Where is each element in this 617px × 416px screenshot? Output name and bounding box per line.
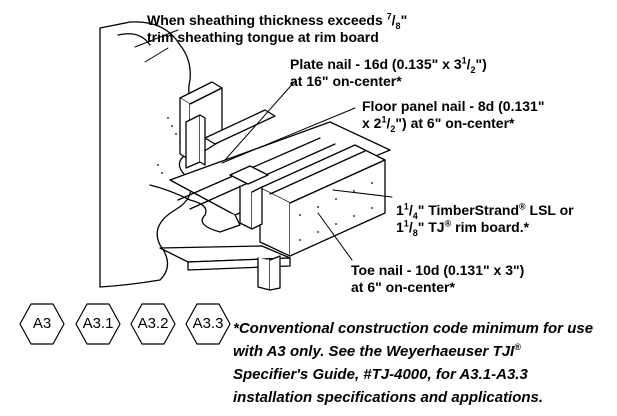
sheathing-panel (99, 21, 207, 288)
footnote-line-2: with A3 only. See the Weyerhaeuser TJI® (233, 342, 521, 361)
wall-plate (179, 81, 276, 169)
footnote-line-3: Specifier's Guide, #TJ-4000, for A3.1-A3… (233, 366, 528, 383)
badge-a3: A3 (32, 315, 52, 332)
joist (229, 165, 269, 230)
badge-a3-2: A3.2 (137, 315, 169, 332)
toe-nail-callout: Toe nail - 10d (0.131" x 3") at 6" on-ce… (351, 262, 525, 295)
leader-lines (134, 29, 393, 261)
rim-board-callout: 11/4" TimberStrand® LSL or 11/8" TJ® rim… (396, 201, 574, 238)
badge-a3-1: A3.1 (82, 315, 114, 332)
post (257, 255, 281, 291)
plate-nail-callout: Plate nail - 16d (0.135" x 31/2") at 16"… (290, 55, 487, 89)
sheathing-callout: When sheathing thickness exceeds 7/8" tr… (147, 11, 408, 45)
floor-panel-nail-callout: Floor panel nail - 8d (0.131" x 21/2") a… (362, 98, 545, 134)
rim-board (259, 144, 386, 257)
footnote-line-4: installation specifications and applicat… (233, 389, 544, 406)
hexagon-badges (19, 303, 231, 345)
badge-a3-3: A3.3 (192, 315, 224, 332)
footnote-line-1: *Conventional construction code minimum … (233, 320, 594, 337)
footnote: *Conventional construction code minimum … (233, 317, 593, 409)
